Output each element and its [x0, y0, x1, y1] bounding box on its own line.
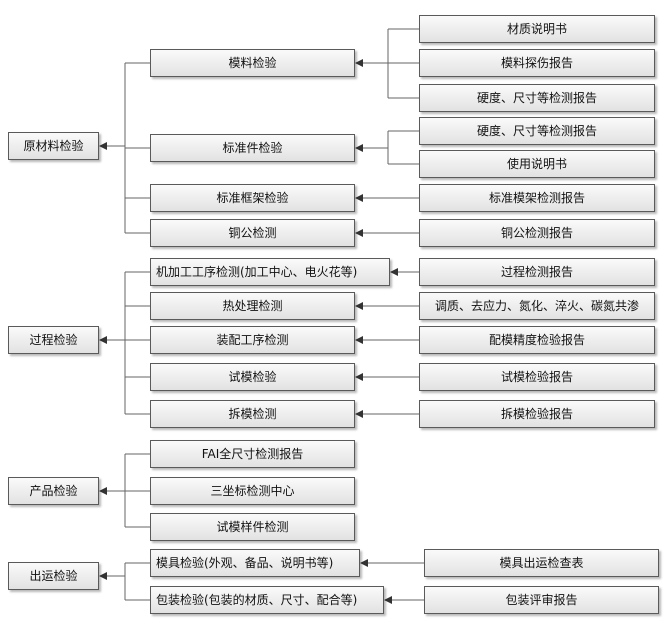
item-mold-inspection: 模具检验(外观、备品、说明书等)	[150, 549, 360, 577]
arrowhead	[99, 487, 107, 495]
src-user-manual: 使用说明书	[419, 150, 655, 178]
item-sample: 试模样件检测	[150, 513, 355, 541]
item-fai: FAI全尺寸检测报告	[150, 440, 355, 468]
arrowhead	[384, 596, 392, 604]
src-hardness-report-2: 硬度、尺寸等检测报告	[419, 117, 655, 145]
item-packaging: 包装检验(包装的材质、尺寸、配合等)	[150, 586, 384, 614]
arrowhead	[360, 559, 368, 567]
item-electrode: 铜公检测	[150, 219, 355, 247]
arrowhead	[99, 572, 107, 580]
item-standard-frame: 标准框架检验	[150, 184, 355, 212]
group-process: 过程检验	[8, 326, 99, 354]
src-packaging-review: 包装评审报告	[424, 586, 659, 614]
src-flaw-report: 模料探伤报告	[419, 49, 655, 77]
src-shipping-checklist: 模具出运检查表	[424, 549, 659, 577]
src-material-manual: 材质说明书	[419, 15, 655, 43]
arrowhead	[355, 229, 363, 237]
item-mold-material: 模料检验	[150, 49, 355, 77]
item-cmm: 三坐标检测中心	[150, 477, 355, 505]
item-standard-parts: 标准件检验	[150, 134, 355, 162]
src-frame-report: 标准模架检测报告	[419, 184, 655, 212]
arrowhead	[99, 336, 107, 344]
item-disassembly: 拆模检测	[150, 400, 355, 428]
arrowhead	[355, 336, 363, 344]
group-shipping: 出运检验	[8, 562, 99, 590]
src-electrode-report: 铜公检测报告	[419, 219, 655, 247]
arrowhead	[355, 144, 363, 152]
item-heat-treatment: 热处理检测	[150, 292, 355, 320]
arrowhead	[355, 373, 363, 381]
item-trial: 试模检验	[150, 363, 355, 391]
src-process-report: 过程检测报告	[419, 258, 655, 286]
arrowhead	[355, 302, 363, 310]
src-disassembly-report: 拆模检验报告	[419, 400, 655, 428]
arrowhead	[355, 194, 363, 202]
group-raw-material: 原材料检验	[8, 132, 99, 160]
group-product: 产品检验	[8, 477, 99, 505]
item-machining: 机加工工序检测(加工中心、电火花等)	[150, 258, 390, 286]
arrowhead	[355, 410, 363, 418]
arrowhead	[355, 59, 363, 67]
arrowhead	[390, 268, 398, 276]
src-hardness-report-1: 硬度、尺寸等检测报告	[419, 84, 655, 112]
src-fit-accuracy: 配模精度检验报告	[419, 326, 655, 354]
src-heat-treatment: 调质、去应力、氮化、淬火、碳氮共渗	[419, 292, 655, 320]
item-assembly: 装配工序检测	[150, 326, 355, 354]
arrowhead	[99, 142, 107, 150]
src-trial-report: 试模检验报告	[419, 363, 655, 391]
